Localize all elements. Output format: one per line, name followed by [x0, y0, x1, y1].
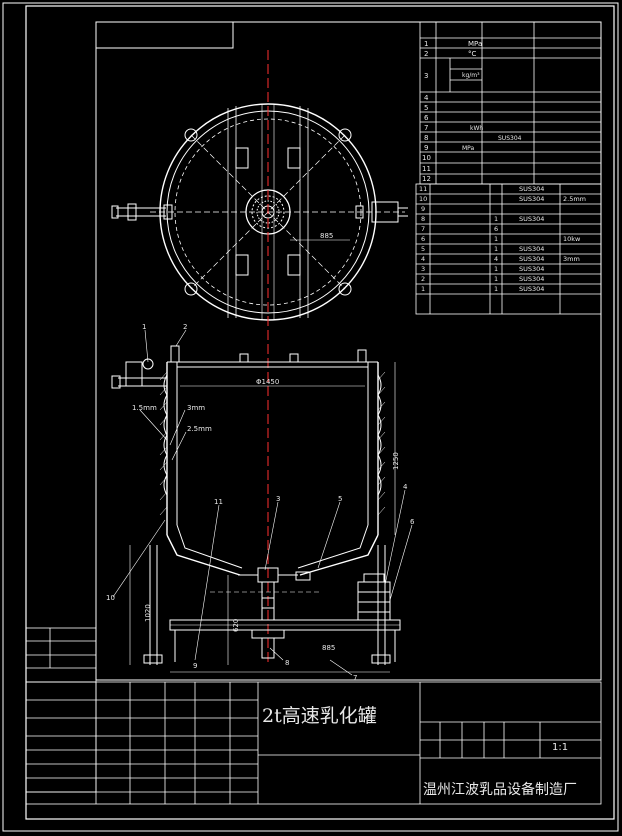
view-frame	[95, 21, 602, 681]
part-material: SUS304	[519, 285, 544, 293]
part-no: 1	[421, 285, 425, 293]
spec-row-unit: kWh	[470, 125, 483, 132]
part-qty: 1	[494, 235, 498, 243]
part-material: SUS304	[519, 245, 544, 253]
leader-lines	[112, 329, 413, 676]
part-no: 7	[421, 225, 425, 233]
spec-row-unit: kg/m³	[462, 72, 480, 79]
callouts: 1 2 3 4 5 6 7 8 9 10 11	[106, 323, 415, 682]
part-no: 2	[421, 275, 425, 283]
part-note: 10kw	[563, 235, 581, 243]
spec-row-no: 9	[424, 144, 428, 152]
title-block	[25, 681, 602, 805]
dimension-wall-1: 1.5mm	[132, 404, 157, 412]
callout-6: 6	[410, 518, 415, 526]
callout-2: 2	[183, 323, 187, 331]
part-material: SUS304	[519, 275, 544, 283]
part-material: SUS304	[519, 255, 544, 263]
callout-4: 4	[403, 483, 408, 491]
part-qty: 1	[494, 275, 498, 283]
part-qty: 1	[494, 265, 498, 273]
drawing-title: 2t高速乳化罐	[262, 705, 377, 727]
dimension-inner-diameter: Φ1450	[256, 378, 279, 386]
dimension-wall-2: 3mm	[187, 404, 205, 412]
part-note: 2.5mm	[563, 195, 586, 203]
callout-10: 10	[106, 594, 115, 602]
dimension-wall-3: 2.5mm	[187, 425, 212, 433]
drawing-frame	[25, 5, 615, 820]
dimension-bolt-circle: 885	[320, 232, 333, 240]
part-no: 10	[419, 195, 427, 203]
part-material: SUS304	[519, 215, 544, 223]
spec-table-numbers: 1 2 3 4 5 6 7 8 9 10 11 12 MPa °C kg/m³ …	[422, 40, 522, 183]
spec-row-no: 3	[424, 72, 428, 80]
dimension-height: 1250	[392, 452, 400, 470]
spec-row-no: 2	[424, 50, 428, 58]
callout-8: 8	[285, 659, 289, 667]
part-no: 5	[421, 245, 425, 253]
callout-1: 1	[142, 323, 146, 331]
spec-row-no: 11	[422, 165, 431, 173]
part-qty: 4	[494, 255, 498, 263]
part-no: 3	[421, 265, 425, 273]
dimension-leg-height: 1020	[144, 604, 152, 622]
part-no: 8	[421, 215, 425, 223]
part-no: 9	[421, 205, 425, 213]
part-material: SUS304	[519, 195, 544, 203]
spec-row-no: 12	[422, 175, 431, 183]
part-material: SUS304	[519, 185, 544, 193]
dimension-bottom-height: 620	[232, 619, 240, 632]
part-qty: 1	[494, 285, 498, 293]
part-material: SUS304	[519, 265, 544, 273]
part-note: 3mm	[563, 255, 580, 263]
part-qty: 6	[494, 225, 498, 233]
part-no: 6	[421, 235, 425, 243]
spec-row-no: 1	[424, 40, 428, 48]
part-no: 11	[419, 185, 427, 193]
part-qty: 1	[494, 245, 498, 253]
spec-row-no: 5	[424, 104, 428, 112]
part-qty: 1	[494, 215, 498, 223]
spec-row-material: SUS304	[498, 135, 522, 142]
part-no: 4	[421, 255, 425, 263]
callout-5: 5	[338, 495, 342, 503]
dimension-texts: Φ1450 1250 1020 620 885 1.5mm 3mm 2.5mm	[132, 378, 400, 652]
spec-row-unit: MPa	[468, 40, 482, 48]
company-name: 温州江波乳品设备制造厂	[423, 781, 577, 798]
drawing-scale: 1:1	[552, 742, 568, 753]
callout-11: 11	[214, 498, 223, 506]
parts-table	[415, 183, 602, 315]
spec-row-no: 10	[422, 154, 431, 162]
callout-3: 3	[276, 495, 280, 503]
spec-row-unit: MPa	[462, 145, 475, 152]
spec-row-unit: °C	[468, 50, 477, 58]
callout-9: 9	[193, 662, 197, 670]
spec-row-no: 7	[424, 124, 428, 132]
parts-table-cells: 11 SUS304 10 SUS304 2.5mm 9 8 1 SUS304 7…	[419, 185, 586, 293]
spec-row-no: 8	[424, 134, 428, 142]
spec-row-no: 6	[424, 114, 429, 122]
spec-table	[419, 21, 602, 185]
callout-7: 7	[353, 674, 357, 682]
dimension-base-span: 885	[322, 644, 335, 652]
front-view	[111, 345, 401, 673]
spec-row-no: 4	[424, 94, 429, 102]
